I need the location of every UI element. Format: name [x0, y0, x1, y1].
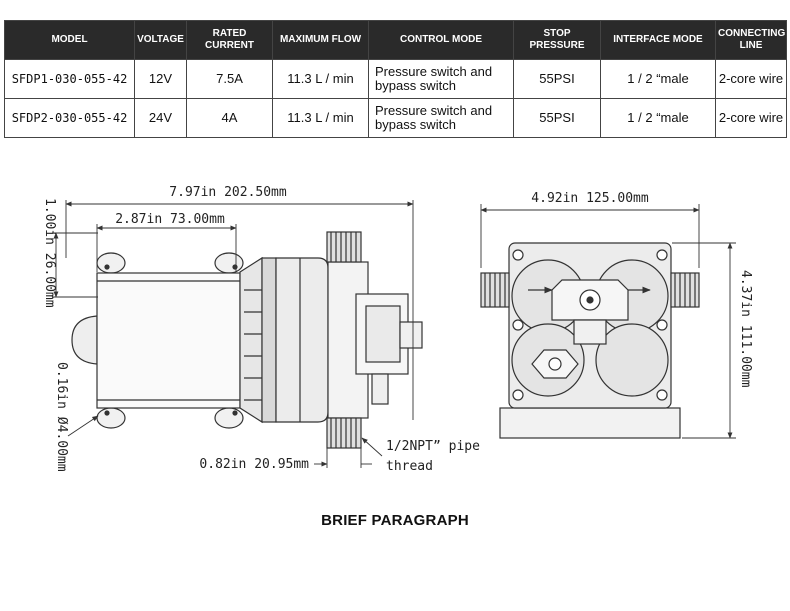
thread-label-line1: 1/2NPT” pipe — [386, 439, 480, 454]
screw-icon — [656, 319, 668, 331]
cell-rated-current: 4A — [186, 98, 273, 138]
front-dimensions — [480, 204, 736, 439]
cell-control-mode: Pressure switch and bypass switch — [368, 98, 514, 138]
header-stop-pressure: STOP PRESSURE — [513, 20, 601, 60]
motor-body — [96, 272, 241, 409]
mount-foot-icon — [214, 252, 244, 274]
screw-icon — [512, 389, 524, 401]
cell-interface-mode: 1 / 2 “male — [600, 98, 716, 138]
dim-height: 4.37in 111.00mm — [738, 270, 753, 388]
header-rated-current: RATED CURRENT — [186, 20, 273, 60]
inlet-port — [326, 231, 362, 263]
side-dimensions — [52, 200, 414, 468]
cell-rated-current: 7.5A — [186, 59, 273, 99]
caption: BRIEF PARAGRAPH — [321, 512, 469, 529]
table-header-row: MODEL VOLTAGE RATED CURRENT MAXIMUM FLOW… — [4, 20, 787, 60]
dim-motor-length: 2.87in 73.00mm — [115, 212, 225, 227]
mount-foot-icon — [96, 252, 126, 274]
dim-hole-diameter: 0.16in Ø4.00mm — [54, 362, 69, 472]
spec-table: MODEL VOLTAGE RATED CURRENT MAXIMUM FLOW… — [4, 20, 787, 138]
header-model: MODEL — [4, 20, 135, 60]
pump-front-view — [480, 242, 700, 439]
dim-port-offset: 0.82in 20.95mm — [199, 457, 309, 472]
thread-label-line2: thread — [386, 459, 433, 474]
mount-foot-icon — [96, 407, 126, 429]
cell-maximum-flow: 11.3 L / min — [272, 59, 369, 99]
cell-maximum-flow: 11.3 L / min — [272, 98, 369, 138]
header-connecting-line: CONNECTING LINE — [715, 20, 787, 60]
front-base — [499, 407, 681, 439]
header-maximum-flow: MAXIMUM FLOW — [272, 20, 369, 60]
motor-end-cap — [71, 315, 98, 365]
cell-model: SFDP1-030-055-42 — [4, 59, 135, 99]
screw-icon — [512, 319, 524, 331]
table-row: SFDP2-030-055-42 24V 4A 11.3 L / min Pre… — [4, 98, 787, 138]
cell-interface-mode: 1 / 2 “male — [600, 59, 716, 99]
header-control-mode: CONTROL MODE — [368, 20, 514, 60]
cell-model: SFDP2-030-055-42 — [4, 98, 135, 138]
screw-icon — [656, 389, 668, 401]
dim-total-length: 7.97in 202.50mm — [169, 185, 287, 200]
pump-side-view — [71, 231, 423, 449]
screw-icon — [656, 249, 668, 261]
cell-connecting-line: 2-core wire — [715, 98, 787, 138]
cell-stop-pressure: 55PSI — [513, 98, 601, 138]
cell-control-mode: Pressure switch and bypass switch — [368, 59, 514, 99]
dim-foot-height: 1.00in 26.00mm — [42, 198, 57, 308]
cell-voltage: 24V — [134, 98, 187, 138]
outlet-port — [326, 417, 362, 449]
dim-width: 4.92in 125.00mm — [531, 191, 649, 206]
screw-icon — [512, 249, 524, 261]
cell-connecting-line: 2-core wire — [715, 59, 787, 99]
pump-housing — [239, 256, 263, 424]
mount-foot-icon — [214, 407, 244, 429]
cell-voltage: 12V — [134, 59, 187, 99]
